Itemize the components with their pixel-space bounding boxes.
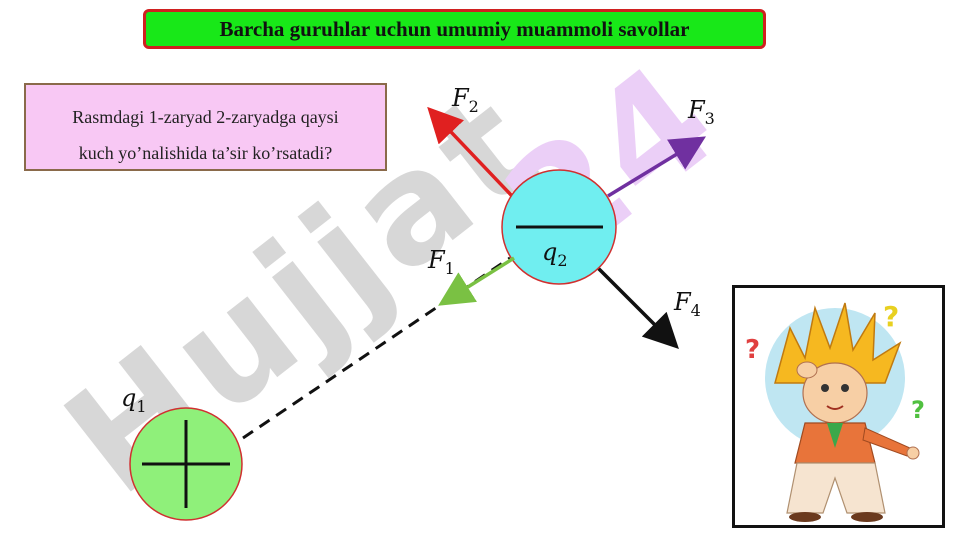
- label-q1: q1: [121, 384, 147, 416]
- question-box: Rasmdagi 1-zaryad 2-zaryadga qaysi kuch …: [24, 83, 387, 171]
- force-f1-arrow: [438, 256, 515, 306]
- force-f4-arrow: [596, 266, 679, 349]
- charge-q1: [129, 407, 243, 521]
- force-f2-arrow: [427, 106, 514, 198]
- question-mark-2: ?: [883, 300, 899, 333]
- charge-q2: [501, 169, 617, 285]
- label-f4: F4: [674, 288, 701, 320]
- watermark-text: Hujjat: [35, 56, 571, 528]
- question-line-2: kuch yo’nalishida ta’sir ko’rsatadi?: [78, 143, 333, 163]
- confused-boy-icon: ? ? ?: [735, 288, 942, 525]
- title-text: Barcha guruhlar uchun umumiy muammoli sa…: [219, 16, 690, 41]
- label-f1: F1: [428, 246, 455, 278]
- question-mark-3: ?: [911, 396, 925, 424]
- question-line-1: Rasmdagi 1-zaryad 2-zaryadga qaysi: [72, 107, 339, 127]
- question-mark-1: ?: [745, 335, 760, 365]
- label-q2: q2: [542, 238, 568, 270]
- force-f3-arrow: [607, 136, 706, 198]
- label-f3: F3: [688, 96, 715, 128]
- label-f2: F2: [452, 84, 479, 116]
- title-banner: Barcha guruhlar uchun umumiy muammoli sa…: [143, 9, 766, 49]
- cartoon-picture: ? ? ?: [732, 285, 945, 528]
